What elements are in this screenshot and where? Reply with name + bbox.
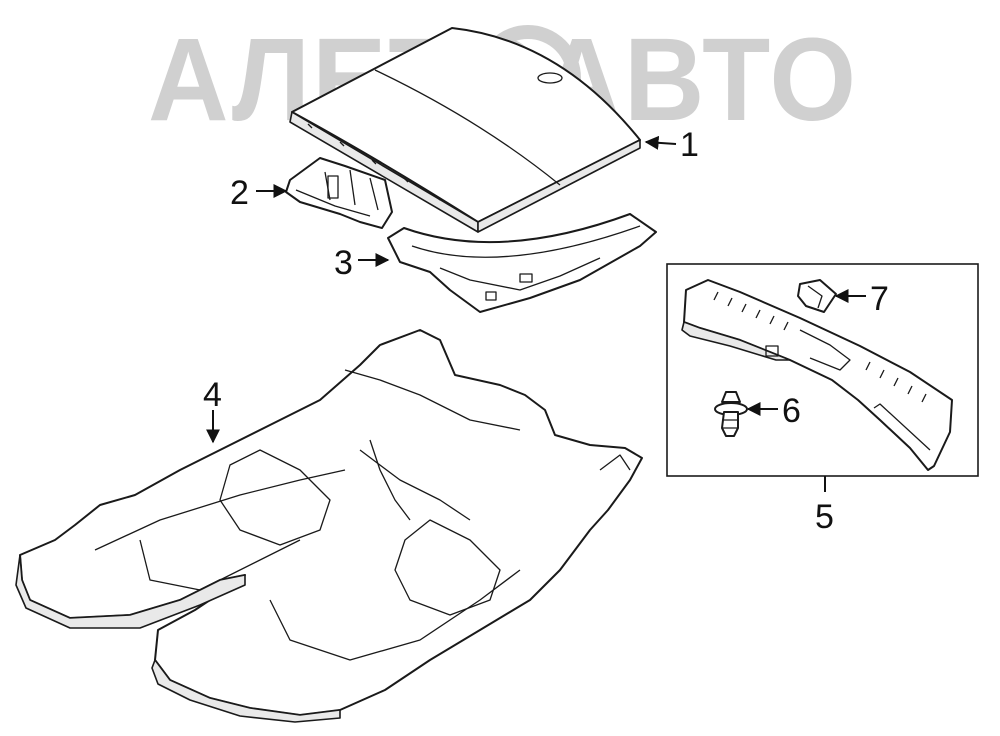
callout-6: 6 bbox=[782, 392, 801, 430]
part-4-floor-carpet bbox=[15, 329, 643, 723]
part-2-support-bracket bbox=[285, 157, 393, 229]
part-5-group-box bbox=[666, 263, 979, 492]
part-7-trim-cap bbox=[797, 279, 837, 313]
callout-labels: 1 2 3 4 5 6 7 bbox=[203, 126, 889, 536]
part-6-push-clip bbox=[714, 391, 748, 437]
leader-lines bbox=[206, 135, 866, 444]
callout-7: 7 bbox=[870, 280, 889, 318]
callout-2: 2 bbox=[230, 174, 249, 212]
part-3-floor-bracket bbox=[387, 213, 657, 313]
callout-3: 3 bbox=[334, 244, 353, 282]
part-5-scuff-plate bbox=[681, 279, 953, 471]
part-1-cargo-floor-board bbox=[289, 27, 641, 233]
callout-1: 1 bbox=[680, 126, 699, 164]
callout-4: 4 bbox=[203, 376, 222, 414]
callout-5: 5 bbox=[815, 498, 834, 536]
